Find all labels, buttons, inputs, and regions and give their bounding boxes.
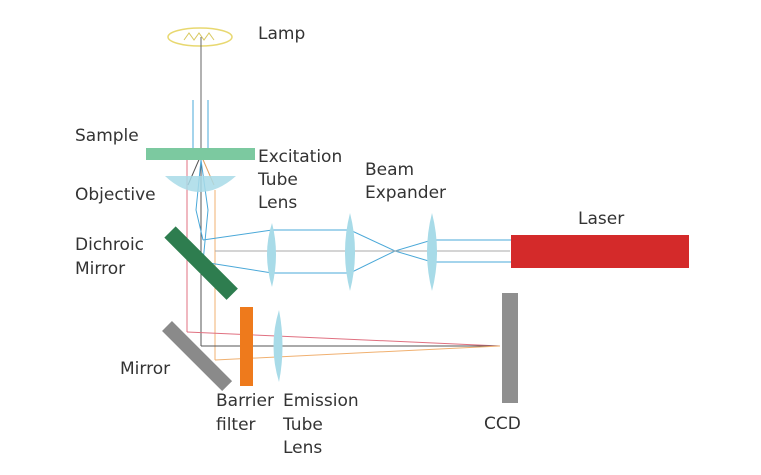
lamp-filament <box>183 32 215 41</box>
label-beam-expander-1: Beam <box>365 160 414 180</box>
label-sample: Sample <box>75 126 139 146</box>
excitation-tube-lens <box>267 223 276 287</box>
label-mirror: Mirror <box>120 359 170 379</box>
label-emission-3: Lens <box>283 438 322 458</box>
emission-tube-lens <box>273 310 283 382</box>
label-excitation-3: Lens <box>258 193 297 213</box>
label-ccd: CCD <box>484 414 521 434</box>
label-emission-1: Emission <box>283 391 359 411</box>
mirror <box>162 321 233 392</box>
label-laser: Laser <box>578 209 624 229</box>
label-lamp: Lamp <box>258 24 305 44</box>
label-dichroic-1: Dichroic <box>75 235 144 255</box>
excitation-beam-bottom <box>202 250 689 274</box>
label-dichroic-2: Mirror <box>75 259 125 279</box>
label-emission-2: Tube <box>282 415 323 435</box>
sample-slide <box>146 148 255 160</box>
laser <box>511 235 689 268</box>
excitation-beam-up-left <box>195 159 204 241</box>
beam-red-emission <box>186 331 501 347</box>
beam-expander-lens-1 <box>345 213 355 291</box>
excitation-beam-top <box>202 229 689 252</box>
label-excitation-2: Tube <box>257 170 298 190</box>
label-barrier-2: filter <box>216 415 256 435</box>
label-barrier-1: Barrier <box>216 391 274 411</box>
lamp-icon <box>167 27 233 47</box>
label-excitation-1: Excitation <box>258 147 342 167</box>
label-objective: Objective <box>75 185 156 205</box>
ccd-sensor <box>502 293 518 403</box>
beam-orange-emission <box>214 345 501 361</box>
excitation-beam-up-right <box>200 159 209 263</box>
beam-expander-lens-2 <box>427 213 437 291</box>
barrier-filter <box>240 307 253 386</box>
dichroic-mirror <box>164 226 238 300</box>
objective-lens <box>165 176 236 192</box>
label-beam-expander-2: Expander <box>365 183 446 203</box>
